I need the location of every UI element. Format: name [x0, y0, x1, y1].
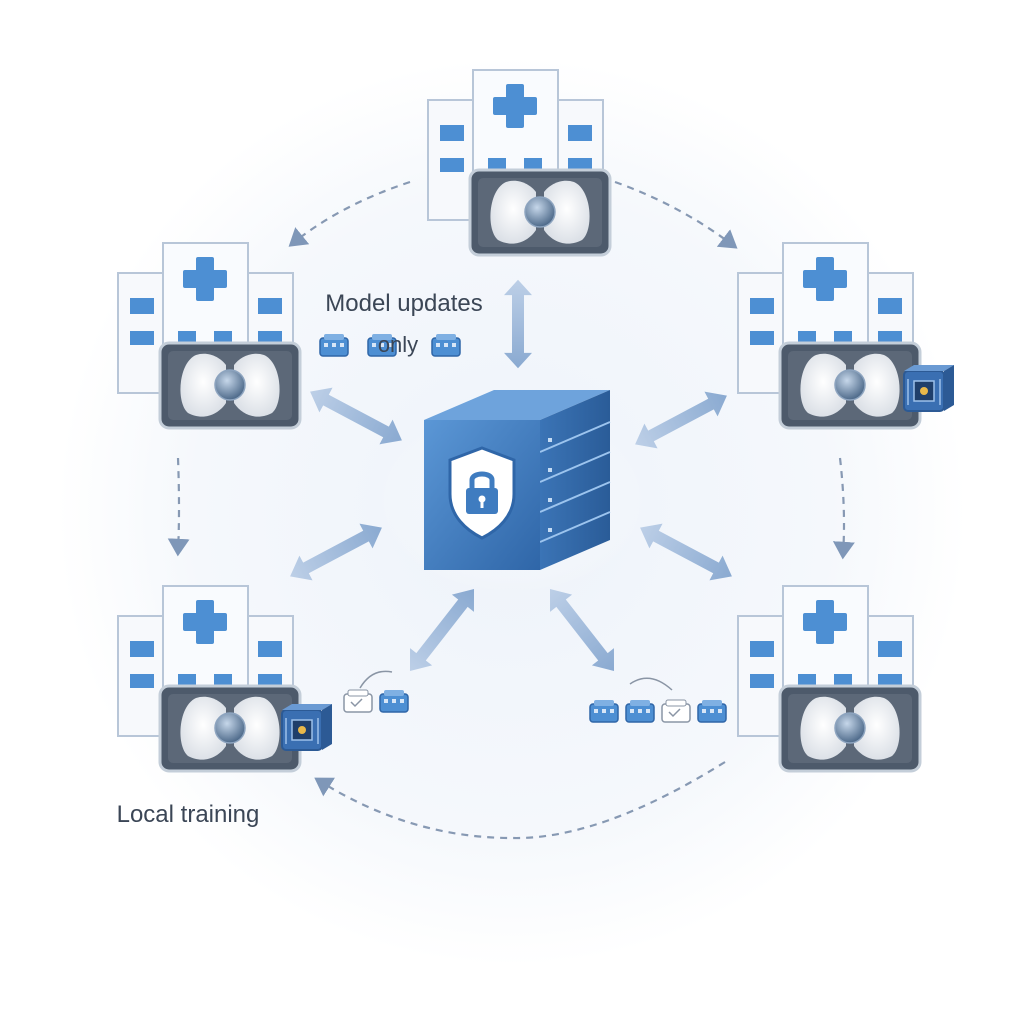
update-token-icon	[431, 333, 461, 357]
central-server	[424, 390, 611, 570]
update-token-icon	[379, 689, 409, 713]
orbit-dashed-arrows	[167, 180, 855, 840]
dashed-arrow-top-left	[288, 180, 411, 247]
model-chip-icon	[281, 703, 333, 751]
update-tokens-lower-right	[589, 677, 727, 723]
dashed-arrow-bottom	[314, 761, 726, 840]
update-token-icon	[343, 689, 373, 713]
server-rack-slots	[539, 421, 611, 543]
dashed-arrow-top-right	[614, 180, 738, 249]
model-chip-icon	[903, 364, 955, 412]
update-token-icon	[625, 699, 655, 723]
update-token-icon	[697, 699, 727, 723]
label-only: only	[378, 332, 418, 357]
update-token-icon	[589, 699, 619, 723]
update-token-icon	[661, 699, 691, 723]
update-token-icon	[319, 333, 349, 357]
label-model-updates: Model updates	[325, 290, 482, 317]
update-tokens-lower-left	[343, 670, 409, 713]
server-side	[540, 390, 610, 570]
label-local-training: Local training	[117, 801, 260, 828]
lock-icon	[466, 471, 498, 514]
server-top	[424, 390, 610, 420]
